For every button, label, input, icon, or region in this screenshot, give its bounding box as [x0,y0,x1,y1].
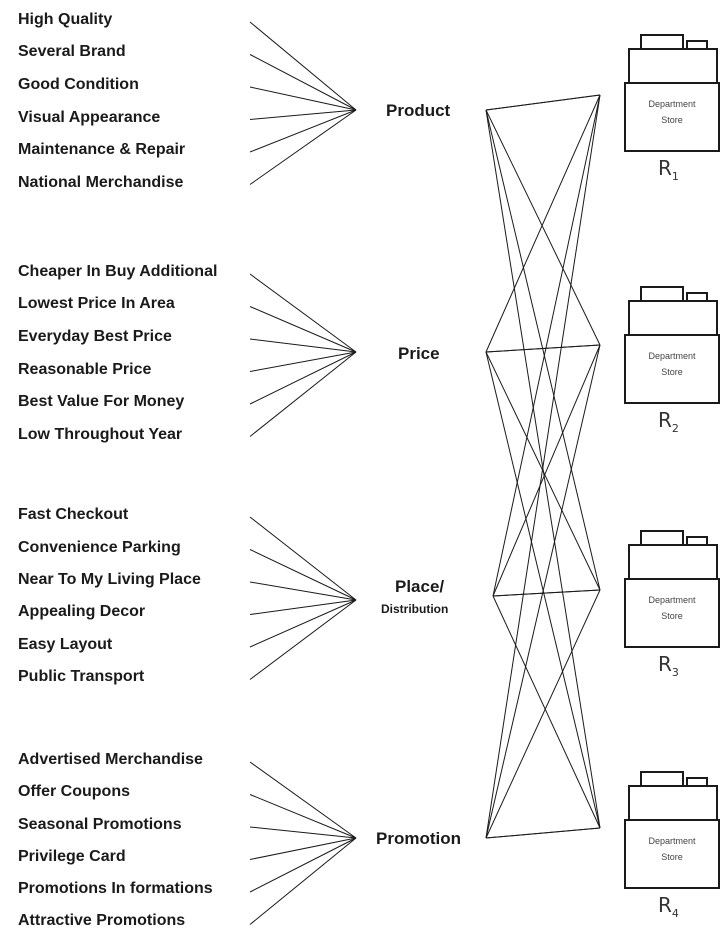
mix-store-connector [485,94,601,111]
mix-store-connector [492,595,601,829]
criterion-connector [249,761,357,839]
criterion-label: Offer Coupons [18,783,130,800]
criterion-label: Seasonal Promotions [18,816,182,833]
mix-store-connector [485,109,601,346]
store-building: Department Store [624,82,720,152]
store-text-line1: Department [648,595,696,605]
store-text-line2: Store [661,367,683,377]
criterion-connector [249,86,357,111]
criterion-connector [249,109,357,120]
mix-label-price: Price [398,344,440,363]
criterion-label: Maintenance & Repair [18,141,186,158]
criterion-label: Best Value For Money [18,393,185,410]
criterion-label: Reasonable Price [18,361,152,378]
store-building: Department Store [624,819,720,889]
criterion-label: Convenience Parking [18,539,181,556]
criterion-label: Everyday Best Price [18,328,172,345]
criterion-connector [249,109,357,185]
criterion-label: Lowest Price In Area [18,295,175,312]
mix-store-connector [492,344,601,597]
criterion-connector [249,581,357,601]
criterion-label: Visual Appearance [18,109,161,126]
criterion-connector [249,21,357,111]
criterion-label: High Quality [18,11,113,28]
department-store-r3: Department Store R3 [624,530,720,690]
criterion-label: Advertised Merchandise [18,751,203,768]
criterion-connector [249,599,357,648]
mix-store-connector [485,351,601,591]
mix-store-connector [485,94,601,353]
criterion-label: Low Throughout Year [18,426,183,443]
mix-store-connector [492,589,601,597]
criterion-connector [249,273,357,353]
criterion-connector [249,794,357,839]
criterion-connector [249,549,357,601]
store-building: Department Store [624,578,720,648]
mix-label-product: Product [386,101,451,120]
criterion-connector [249,306,357,353]
mix-label-promotion: Promotion [376,829,461,848]
criterion-label: Several Brand [18,43,126,60]
store-text-line1: Department [648,351,696,361]
mix-store-connector [485,94,601,839]
criterion-connector [249,54,357,111]
criterion-label: Attractive Promotions [18,912,186,929]
store-text-line2: Store [661,115,683,125]
criterion-connector [249,826,357,839]
store-text-line2: Store [661,852,683,862]
criterion-label: Good Condition [18,76,139,93]
criterion-connector [249,109,357,153]
mix-store-connector [485,827,601,839]
criterion-connector [249,837,357,860]
criterion-label: Near To My Living Place [18,571,201,588]
criterion-label: Public Transport [18,668,145,685]
criterion-label: Fast Checkout [18,506,129,523]
mix-store-connector [492,94,601,597]
criterion-connector [249,599,357,680]
criterion-connector [249,351,357,437]
criterion-connector [249,837,357,925]
criterion-connector [249,837,357,893]
criterion-connector [249,599,357,615]
criterion-label: Privilege Card [18,848,126,865]
store-building: Department Store [624,334,720,404]
store-text-line2: Store [661,611,683,621]
store-label: R1 [658,156,679,183]
criterion-label: National Merchandise [18,174,184,191]
mix-store-connector [485,344,601,353]
mix-label-distribution: Distribution [381,602,449,616]
criterion-connector [249,338,357,353]
criterion-connector [249,351,357,372]
department-store-r1: Department Store R1 [624,34,720,194]
department-store-r2: Department Store R2 [624,286,720,446]
criterion-label: Cheaper In Buy Additional [18,263,218,280]
store-text-line1: Department [648,99,696,109]
store-text-line1: Department [648,836,696,846]
mix-store-connector [485,344,601,839]
department-store-r4: Department Store R4 [624,771,720,931]
mix-label-place: Place/ [395,577,445,596]
mix-store-connector [485,589,601,839]
criterion-connector [249,351,357,405]
criterion-label: Easy Layout [18,636,113,653]
store-label: R4 [658,893,679,920]
store-label: R3 [658,652,679,679]
mix-store-connector [485,109,601,591]
criterion-connector [249,516,357,601]
criterion-label: Appealing Decor [18,603,146,620]
criterion-label: Promotions In formations [18,880,213,897]
store-label: R2 [658,408,679,435]
